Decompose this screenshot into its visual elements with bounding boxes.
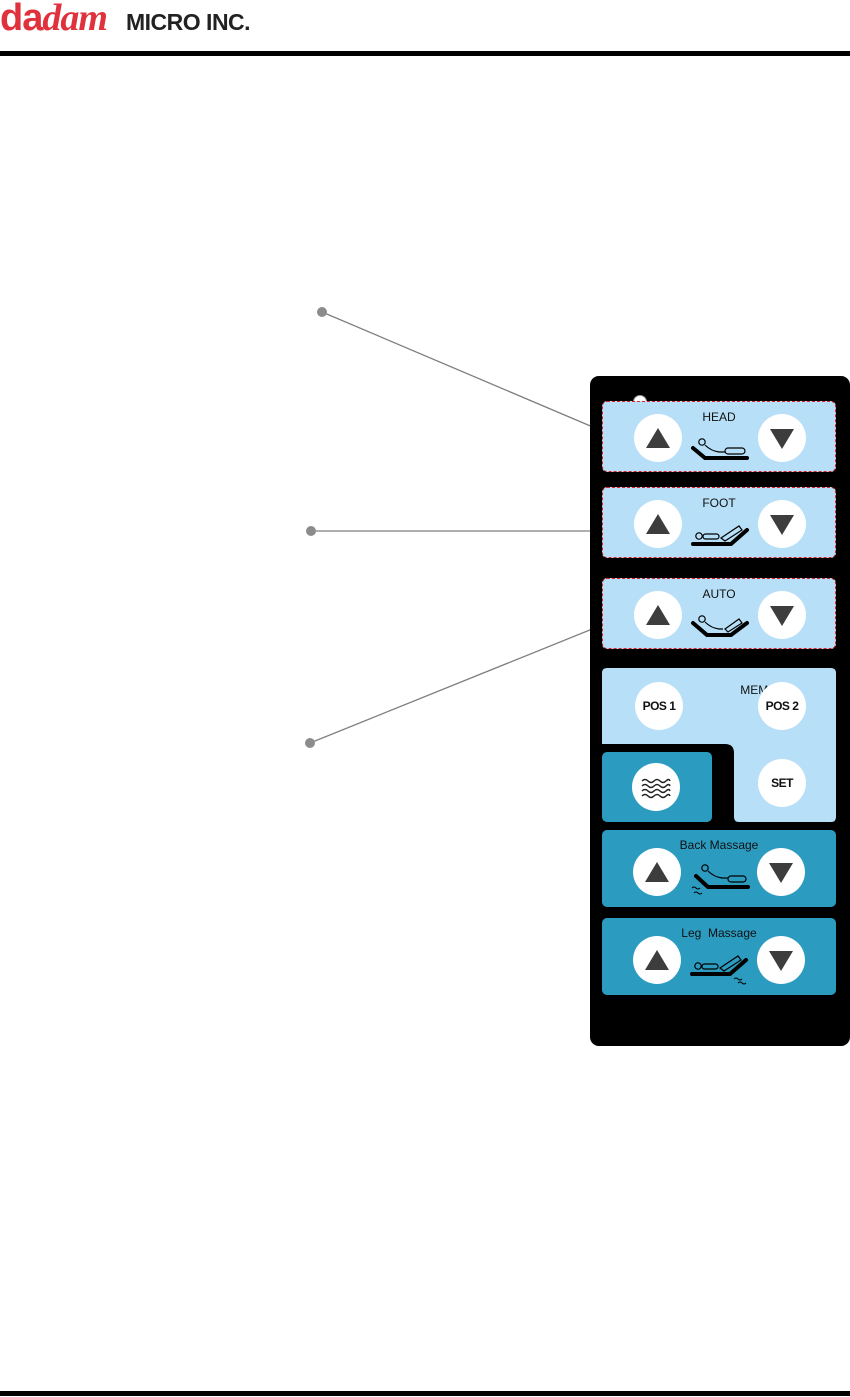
head-down-button[interactable] xyxy=(758,414,806,462)
leg-massage-icon xyxy=(690,955,748,985)
back-massage-down-button[interactable] xyxy=(757,848,805,896)
bed-remote-control: HEAD FOOT AUTO xyxy=(590,376,850,1046)
triangle-up-icon xyxy=(645,862,669,882)
leg-massage-panel: Leg Massage xyxy=(602,918,836,995)
back-massage-icon xyxy=(691,864,750,895)
bed-auto-icon xyxy=(691,615,749,637)
triangle-down-icon xyxy=(770,429,794,449)
bed-foot-raise-icon xyxy=(691,525,749,546)
header-rule xyxy=(0,51,850,56)
triangle-down-icon xyxy=(769,951,793,971)
company-name: MICRO INC. xyxy=(126,9,251,35)
triangle-up-icon xyxy=(646,514,670,534)
back-massage-up-button[interactable] xyxy=(633,848,681,896)
back-massage-label: Back Massage xyxy=(679,838,759,852)
triangle-down-icon xyxy=(769,863,793,883)
callout-line-auto xyxy=(309,618,618,744)
auto-panel: AUTO xyxy=(602,578,836,649)
set-button[interactable]: SET xyxy=(758,759,806,807)
memory-section: MEMORY POS 1 POS 2 SET xyxy=(602,668,836,822)
head-up-button[interactable] xyxy=(634,414,682,462)
auto-down-button[interactable] xyxy=(758,591,806,639)
triangle-up-icon xyxy=(646,428,670,448)
triangle-down-icon xyxy=(770,606,794,626)
leg-massage-up-button[interactable] xyxy=(633,936,681,984)
foot-up-button[interactable] xyxy=(634,500,682,548)
footer-rule xyxy=(0,1391,850,1396)
callout-dot-head xyxy=(317,307,327,317)
leg-massage-down-button[interactable] xyxy=(757,936,805,984)
pos2-button[interactable]: POS 2 xyxy=(758,682,806,730)
callout-dot-auto xyxy=(305,738,315,748)
head-panel: HEAD xyxy=(602,401,836,472)
foot-down-button[interactable] xyxy=(758,500,806,548)
triangle-up-icon xyxy=(645,950,669,970)
triangle-up-icon xyxy=(646,605,670,625)
vibration-panel xyxy=(602,752,712,822)
triangle-down-icon xyxy=(770,515,794,535)
callout-dot-foot xyxy=(306,526,316,536)
wave-icon xyxy=(641,778,671,799)
leg-massage-label: Leg Massage xyxy=(681,926,757,940)
bed-head-raise-icon xyxy=(691,438,749,460)
brand-wordmark: dadam xyxy=(0,0,108,39)
foot-label: FOOT xyxy=(702,496,736,510)
callout-line-head xyxy=(321,311,615,437)
foot-panel: FOOT xyxy=(602,487,836,558)
vibration-button[interactable] xyxy=(632,763,680,811)
back-massage-panel: Back Massage xyxy=(602,830,836,907)
pos1-button[interactable]: POS 1 xyxy=(635,682,683,730)
auto-up-button[interactable] xyxy=(634,591,682,639)
auto-label: AUTO xyxy=(702,587,736,601)
head-label: HEAD xyxy=(702,410,736,424)
